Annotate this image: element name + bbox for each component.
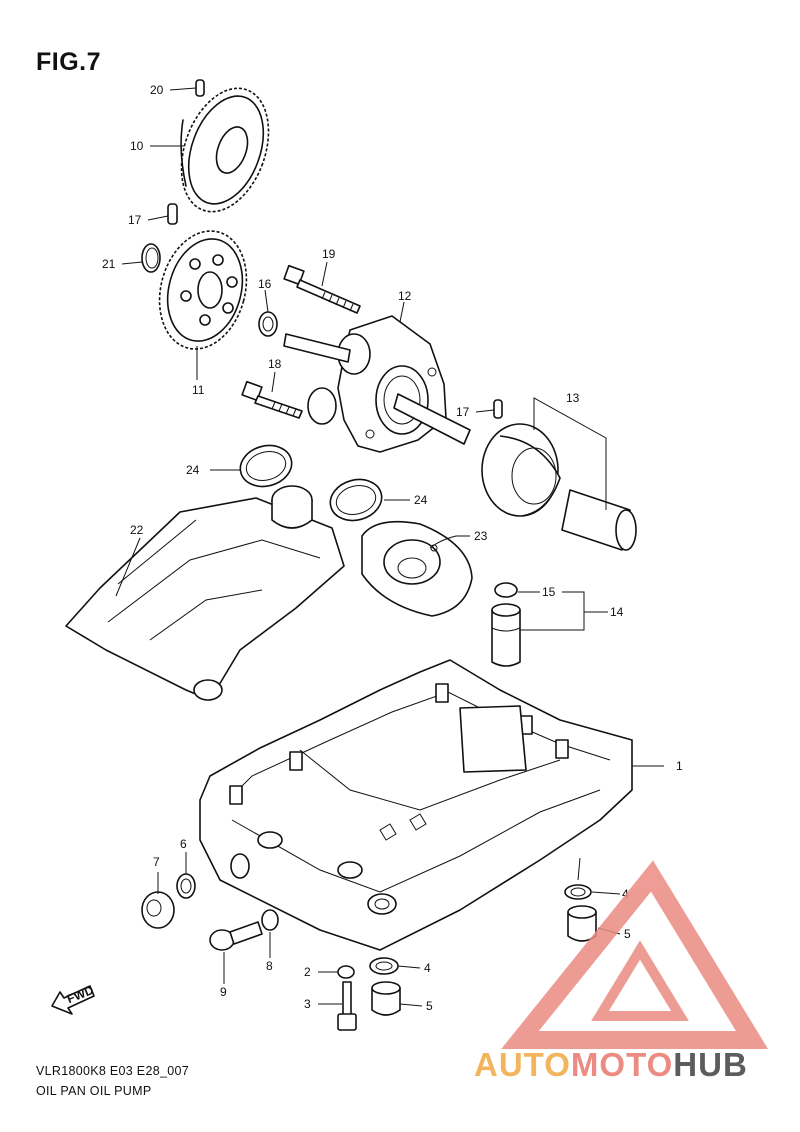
leader-lines [115, 87, 664, 1007]
callout-1: 1 [676, 759, 683, 773]
callout-7: 7 [153, 855, 160, 869]
callout-3: 3 [304, 997, 311, 1011]
part-17-pin-b [493, 399, 503, 419]
callout-4a: 4 [622, 887, 629, 901]
part-19-bolt [283, 264, 361, 314]
part-6-gasket [176, 873, 196, 899]
part-17-pin-a [167, 203, 178, 225]
part-20-pin [195, 79, 205, 97]
part-3-bolt [337, 981, 357, 1031]
part-8-washer [261, 909, 279, 931]
part-5-plug-b [371, 981, 401, 1016]
watermark-text: AUTOMOTOHUB [474, 1046, 748, 1084]
part-10-gear [180, 87, 270, 213]
callout-11: 11 [192, 383, 205, 397]
part-11-gear [158, 230, 248, 350]
part-14-pipe [491, 603, 521, 667]
watermark-part-auto: AUTO [474, 1046, 571, 1083]
fwd-arrow-icon: FWD [51, 983, 96, 1015]
part-15-oring [494, 582, 518, 598]
callout-5b: 5 [426, 999, 433, 1013]
callout-20: 20 [150, 83, 164, 97]
part-24-oring-a [239, 444, 293, 488]
figure-title: FIG.7 [36, 48, 102, 76]
callout-4b: 4 [424, 961, 431, 975]
watermark-part-hub: HUB [673, 1046, 748, 1083]
watermark-logo-icon [501, 860, 769, 1049]
callout-16: 16 [258, 277, 272, 291]
part-4-washer-b [369, 957, 399, 975]
callout-13: 13 [566, 391, 580, 405]
callout-15: 15 [542, 585, 556, 599]
callout-2: 2 [304, 965, 311, 979]
callout-24a: 24 [186, 463, 200, 477]
part-16-washer [258, 311, 278, 337]
callout-22: 22 [130, 523, 144, 537]
part-1-oil-pan [199, 659, 633, 951]
callout-21: 21 [102, 257, 116, 271]
figure-name-caption: OIL PAN OIL PUMP [36, 1084, 152, 1098]
model-code-caption: VLR1800K8 E03 E28_007 [36, 1064, 189, 1078]
part-2-washer [337, 965, 355, 979]
callout-14: 14 [610, 605, 624, 619]
callout-labels: 20 10 17 21 11 19 16 12 18 17 13 24 24 2… [102, 83, 683, 1013]
part-5-plug-a [567, 905, 597, 942]
callout-9: 9 [220, 985, 227, 999]
part-21-circlip [141, 243, 161, 273]
part-24-oring-b [329, 478, 383, 522]
callout-18: 18 [268, 357, 282, 371]
part-4-washer-a [564, 884, 592, 900]
callout-19: 19 [322, 247, 336, 261]
part-13-rotor [481, 423, 637, 551]
callout-10: 10 [130, 139, 144, 153]
callout-17a: 17 [128, 213, 142, 227]
callout-5a: 5 [624, 927, 631, 941]
callout-17b: 17 [456, 405, 470, 419]
part-23-strainer [361, 520, 473, 617]
watermark-part-moto: MOTO [570, 1046, 674, 1083]
part-7-plug [141, 891, 175, 929]
part-12-oil-pump [283, 315, 471, 453]
callout-12: 12 [398, 289, 412, 303]
callout-6: 6 [180, 837, 187, 851]
callout-8: 8 [266, 959, 273, 973]
part-22-baffle-plate [65, 485, 345, 701]
callout-23: 23 [474, 529, 488, 543]
callout-24b: 24 [414, 493, 428, 507]
part-9-bolt [209, 921, 263, 951]
part-18-bolt [241, 380, 303, 419]
